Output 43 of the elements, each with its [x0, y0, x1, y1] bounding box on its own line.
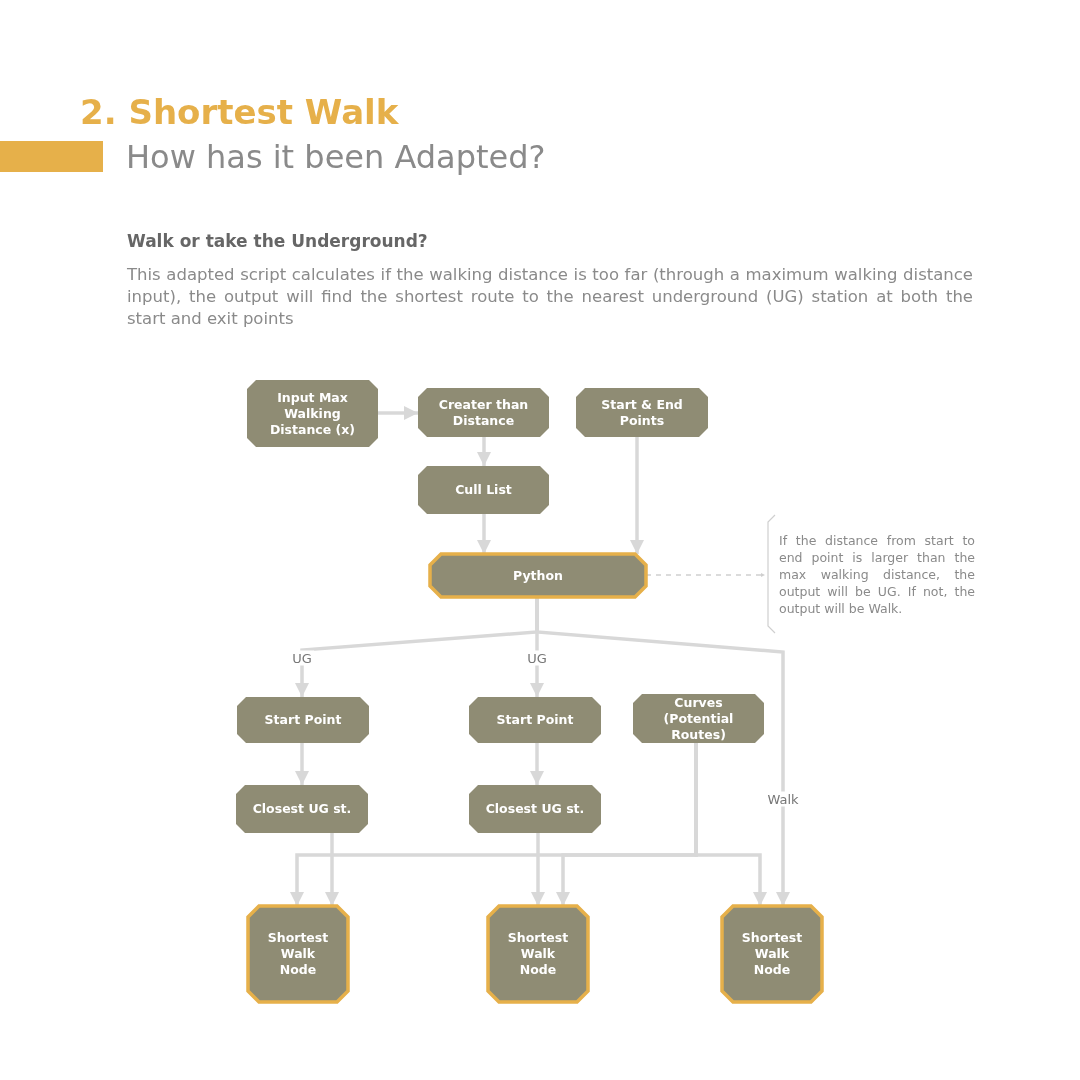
arrow — [378, 406, 418, 420]
box-label: Cull List — [454, 482, 513, 498]
arrow — [477, 514, 491, 554]
edge-label: UG — [525, 650, 549, 666]
box-label: Closest UG st. — [484, 801, 586, 817]
box-label: Closest UG st. — [251, 801, 353, 817]
process-box — [469, 785, 601, 833]
arrow — [325, 833, 339, 906]
process-box — [418, 388, 549, 437]
box-label: Python — [512, 567, 564, 584]
arrow — [531, 833, 545, 906]
arrow — [295, 743, 309, 785]
edge-label: UG — [290, 650, 314, 666]
process-box — [633, 694, 764, 743]
process-box — [247, 380, 378, 447]
process-box — [236, 785, 368, 833]
box-label: Shortest Walk Node — [740, 930, 804, 978]
box-label: Start & End Points — [600, 396, 684, 429]
highlighted-process-box — [722, 906, 822, 1002]
edge-label: Walk — [765, 791, 801, 807]
arrow — [530, 743, 544, 785]
box-label: Creater than Distance — [437, 396, 530, 429]
arrow — [477, 437, 491, 466]
process-box — [469, 697, 601, 743]
process-box — [237, 697, 369, 743]
bracketed-note — [765, 515, 975, 633]
title: 2. Shortest Walk — [80, 92, 399, 132]
highlighted-process-box — [430, 554, 646, 597]
section-heading: Walk or take the Underground? — [127, 231, 429, 251]
box-label: Shortest Walk Node — [506, 930, 570, 978]
highlighted-process-box — [248, 906, 348, 1002]
box-label: Start Point — [495, 712, 575, 728]
arrow — [630, 437, 644, 554]
process-box — [418, 466, 549, 514]
subtitle: How has it been Adapted? — [126, 138, 547, 176]
highlighted-process-box — [488, 906, 588, 1002]
note-text: If the distance from start to end point is larger than the max walking distance, the output will be UG. If not, the output will be Walk. — [778, 531, 975, 617]
body-paragraph: This adapted script calculates if the walking distance is too far (through a maximum walking distance input), the output will find the shortest route to the nearest underground (UG) station at both the start and exit points — [127, 264, 973, 330]
process-box — [576, 388, 708, 437]
box-label: Curves (Potential Routes) — [662, 694, 735, 743]
box-label: Shortest Walk Node — [266, 930, 330, 978]
box-label: Start Point — [263, 712, 343, 728]
box-label: Input Max Walking Distance (x) — [268, 389, 357, 438]
